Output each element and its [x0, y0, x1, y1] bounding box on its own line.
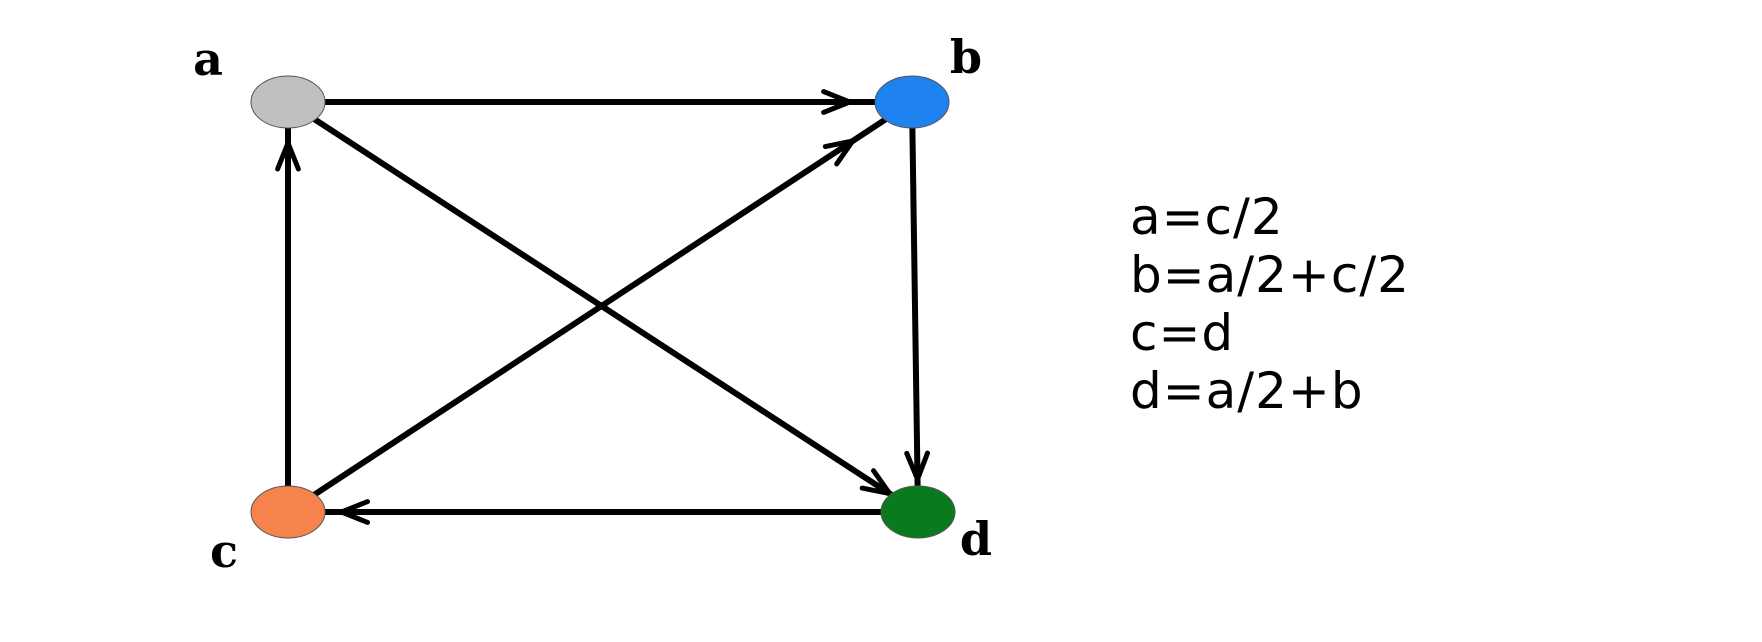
edge-c-b — [286, 99, 914, 515]
equation-a: a=c/2 — [1130, 188, 1284, 246]
node-label-b: b — [950, 30, 982, 84]
node-c — [250, 485, 326, 539]
edges-layer — [275, 89, 931, 525]
edge-line-c-b — [286, 99, 914, 515]
node-a — [250, 75, 326, 129]
arrowhead-c-a — [275, 140, 301, 172]
equations-list: a=c/2 b=a/2+c/2 c=d d=a/2+b — [1130, 188, 1410, 420]
edge-d-c — [288, 499, 918, 525]
arrowhead-a-d — [859, 468, 893, 497]
edge-c-a — [275, 102, 301, 512]
arrowhead-c-b — [822, 138, 856, 167]
node-b — [874, 75, 950, 129]
equation-c: c=d — [1130, 304, 1235, 362]
equation-d: d=a/2+b — [1130, 362, 1364, 420]
node-label-c: c — [210, 524, 238, 578]
arrowhead-d-c — [339, 499, 371, 525]
edge-line-b-d — [909, 101, 921, 513]
edge-a-b — [288, 89, 912, 115]
labels-layer: a b c d — [193, 30, 992, 578]
node-label-d: d — [960, 512, 992, 566]
edge-b-d — [904, 101, 931, 513]
arrowhead-a-b — [821, 89, 853, 115]
node-label-a: a — [193, 32, 223, 86]
node-d — [880, 485, 956, 539]
arrowhead-b-d — [904, 450, 931, 482]
equation-b: b=a/2+c/2 — [1130, 246, 1410, 304]
nodes-layer — [250, 75, 956, 539]
